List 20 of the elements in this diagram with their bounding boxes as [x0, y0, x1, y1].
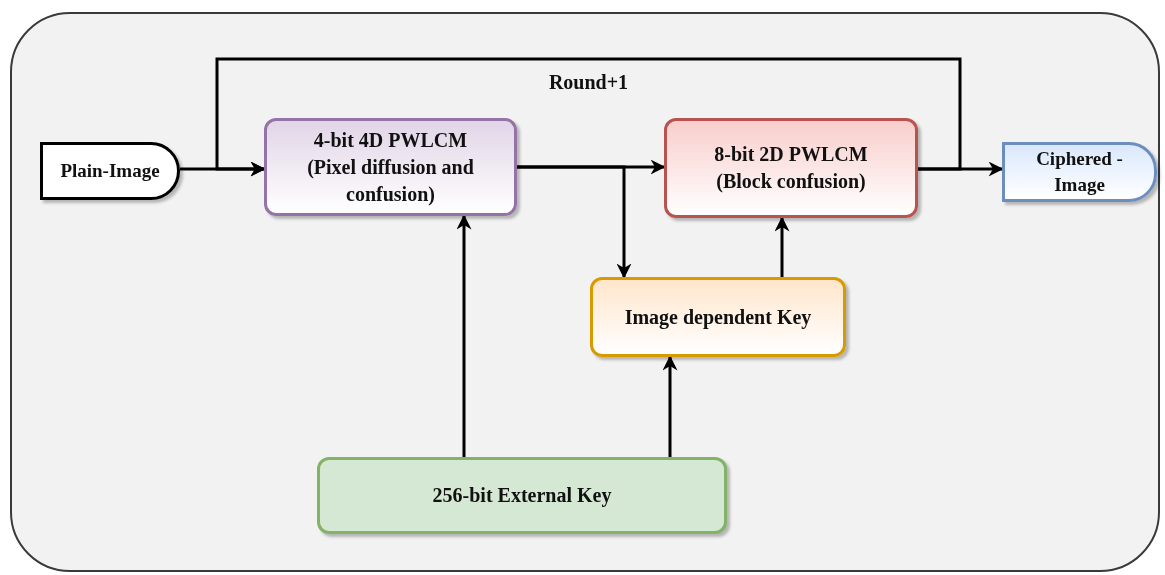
box-text: (Block confusion) — [716, 169, 866, 194]
box-title: Ciphered - Image — [1035, 147, 1124, 197]
box-title: 4-bit 4D PWLCM — [313, 127, 468, 153]
arrow — [774, 216, 790, 277]
box-title: 256-bit External Key — [432, 483, 612, 509]
container-panel — [10, 12, 1160, 572]
box-text: (Pixel diffusion and confusion) — [306, 154, 475, 208]
box-title: 8-bit 2D PWLCM — [714, 142, 868, 167]
box-title: Image dependent Key — [624, 304, 812, 331]
arrow — [215, 57, 962, 177]
arrow — [517, 165, 632, 279]
process-box — [264, 118, 517, 216]
process-box — [1002, 142, 1157, 202]
process-box — [317, 457, 727, 534]
process-box — [40, 142, 180, 200]
arrow — [456, 214, 472, 457]
process-box — [664, 118, 918, 218]
process-box — [590, 277, 846, 357]
arrow — [662, 355, 678, 457]
box-title: Plain-Image — [60, 159, 160, 184]
